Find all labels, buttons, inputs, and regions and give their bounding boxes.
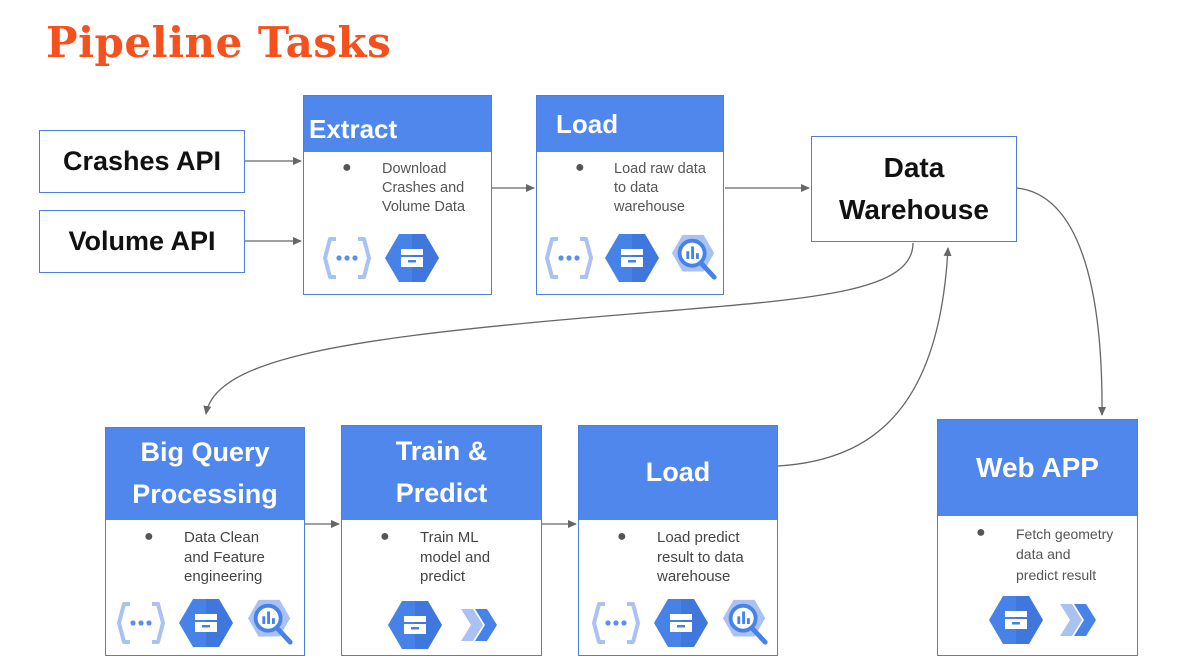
data-warehouse-box: Data Warehouse: [811, 136, 1017, 242]
crashes-api-box: Crashes API: [39, 130, 245, 193]
description-line: engineering: [184, 568, 263, 585]
load-raw-header: Load: [537, 96, 723, 152]
web-app-header: Web APP: [938, 420, 1137, 516]
extract-task-box: Extract ● Download Crashes and Volume Da…: [303, 95, 492, 295]
description-line: warehouse: [614, 198, 685, 215]
train-predict-title-line2: Predict: [395, 478, 488, 508]
description-line: warehouse: [657, 568, 731, 585]
volume-api-box: Volume API: [39, 210, 245, 273]
load-raw-title: Load: [556, 108, 619, 139]
web-app-description: Fetch geometry data and predict result: [1016, 524, 1113, 585]
data-warehouse-label-line2: Warehouse: [839, 194, 989, 225]
description-line: Fetch geometry: [1016, 526, 1114, 542]
load-predict-header: Load: [579, 426, 777, 520]
bullet: ●: [617, 528, 627, 545]
load-raw-task-box: Load ● Load raw data to data warehouse: [536, 95, 724, 295]
description-line: Download: [382, 161, 447, 177]
description-line: Volume Data: [382, 198, 466, 215]
bigquery-processing-task-box: Big Query Processing ● Data Clean and Fe…: [105, 427, 305, 656]
description-line: Load raw data: [614, 161, 706, 177]
load-predict-description: Load predict result to data warehouse: [657, 528, 744, 587]
bullet: ●: [976, 524, 986, 541]
bigquery-processing-title-line1: Big Query: [140, 437, 270, 468]
load-predict-task-box: Load ● Load predict result to data wareh…: [578, 425, 778, 656]
bullet: ●: [380, 528, 390, 545]
bigquery-processing-header: Big Query Processing: [106, 428, 304, 520]
web-app-title: Web APP: [976, 452, 1099, 484]
bullet: ●: [575, 159, 585, 176]
description-line: to data: [614, 179, 659, 196]
data-warehouse-label-line1: Data: [883, 152, 945, 183]
extract-header: Extract: [304, 96, 491, 152]
description-line: Data Clean: [184, 529, 260, 546]
crashes-api-label: Crashes API: [62, 146, 222, 176]
train-predict-description: Train ML model and predict: [420, 528, 490, 587]
arrow-warehouse-to-bigquery: [203, 242, 914, 415]
description-line: predict: [420, 568, 466, 585]
train-predict-title-line1: Train &: [395, 436, 488, 467]
bullet: ●: [342, 159, 352, 176]
train-predict-header: Train & Predict: [342, 426, 541, 520]
description-line: Crashes and: [382, 179, 465, 196]
train-predict-task-box: Train & Predict ● Train ML model and pre…: [341, 425, 542, 656]
arrow-load-to-warehouse-return: [777, 247, 952, 467]
volume-api-label: Volume API: [68, 226, 216, 256]
bigquery-processing-description: Data Clean and Feature engineering: [184, 528, 265, 587]
description-line: data and: [1016, 546, 1071, 563]
description-line: Load predict: [657, 529, 740, 546]
arrow-warehouse-to-webapp: [1016, 187, 1107, 416]
description-line: predict result: [1016, 566, 1097, 583]
page-title: Pipeline Tasks: [46, 18, 392, 67]
extract-description: Download Crashes and Volume Data: [382, 160, 465, 217]
extract-title: Extract: [309, 113, 398, 144]
description-line: model and: [420, 548, 491, 566]
description-line: result to data: [657, 548, 744, 566]
load-raw-description: Load raw data to data warehouse: [614, 160, 706, 217]
bullet: ●: [144, 528, 154, 545]
web-app-task-box: Web APP ● Fetch geometry data and predic…: [937, 419, 1138, 656]
load-predict-title: Load: [645, 457, 711, 488]
description-line: Train ML: [420, 529, 479, 546]
bigquery-processing-title-line2: Processing: [132, 479, 278, 509]
description-line: and Feature: [184, 548, 265, 566]
